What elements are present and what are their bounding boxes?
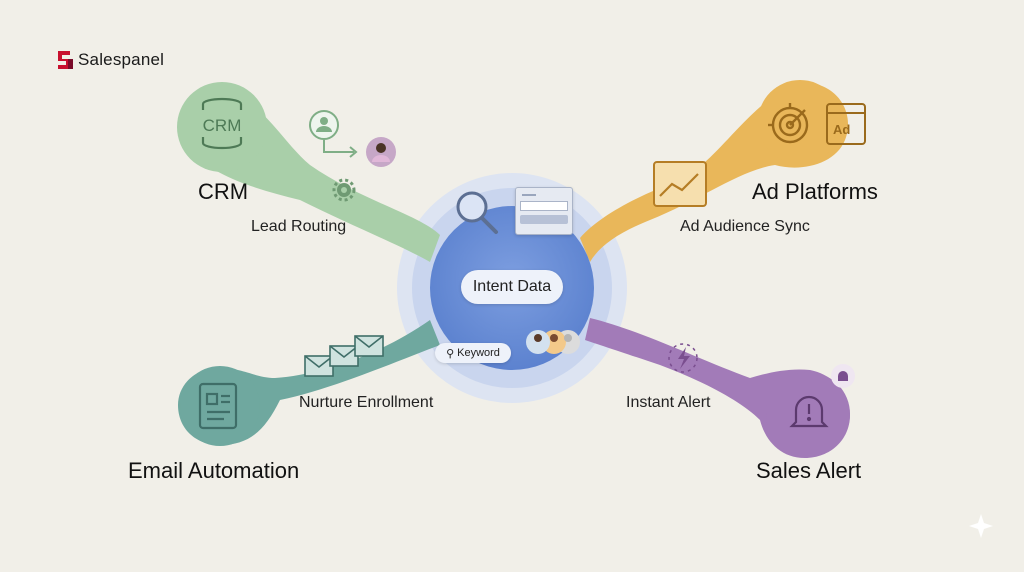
magnifier-icon — [456, 191, 498, 234]
salespanel-logo-icon — [58, 51, 73, 69]
brand-logo: Salespanel — [58, 50, 164, 70]
keyword-label: Keyword — [457, 347, 500, 359]
node-title-sales: Sales Alert — [756, 458, 862, 483]
edge-label-lead-routing: Lead Routing — [251, 218, 347, 235]
edge-label-ad-audience-sync: Ad Audience Sync — [680, 218, 810, 235]
newsletter-icon — [198, 382, 238, 430]
brand-name: Salespanel — [78, 50, 165, 69]
search-icon: ⚲ — [446, 347, 455, 360]
people-avatars — [526, 330, 580, 354]
form-card — [515, 187, 573, 235]
envelopes-icon — [304, 335, 384, 377]
node-title-crm: CRM — [198, 179, 249, 204]
gear-icon — [332, 178, 356, 202]
target-icon — [768, 103, 809, 144]
database-icon — [201, 97, 243, 150]
node-title-email: Email Automation — [128, 458, 300, 483]
crm-icon-text: CRM — [203, 116, 242, 135]
chart-growth-icon — [653, 161, 707, 207]
sparkle-icon — [969, 514, 993, 538]
edge-label-nurture-enrollment: Nurture Enrollment — [299, 394, 434, 411]
avatar-icon — [366, 137, 396, 167]
edge-label-instant-alert: Instant Alert — [626, 394, 711, 411]
user-icon — [309, 110, 358, 158]
node-circle-email — [180, 366, 260, 446]
node-circle-crm — [177, 82, 267, 172]
ad-browser-icon — [826, 103, 866, 145]
intent-data-pill[interactable]: Intent Data — [461, 270, 563, 304]
node-title-ads: Ad Platforms — [752, 179, 878, 204]
keyword-chip[interactable]: ⚲ Keyword — [435, 343, 511, 363]
ad-icon-text: Ad — [833, 122, 850, 137]
bell-alert-icon — [789, 395, 829, 428]
lightning-icon — [668, 343, 698, 373]
bell-notification-icon — [831, 364, 855, 388]
